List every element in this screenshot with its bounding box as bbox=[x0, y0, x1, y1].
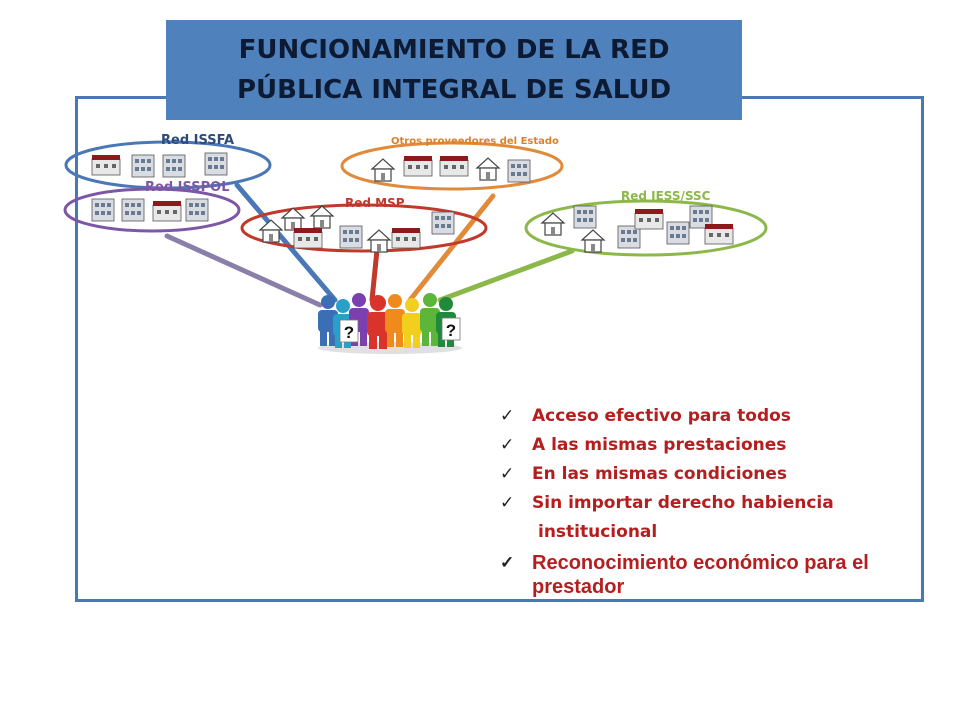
title-line-2: PÚBLICA INTEGRAL DE SALUD bbox=[236, 75, 672, 105]
title-line-1: FUNCIONAMIENTO DE LA RED bbox=[238, 35, 670, 65]
checklist-continuation: institucional bbox=[538, 522, 658, 542]
question-mark-left: ? bbox=[344, 323, 354, 342]
connector-issfa bbox=[234, 182, 338, 303]
question-mark-right: ? bbox=[446, 321, 456, 340]
check-icon: ✓ bbox=[500, 493, 515, 513]
building-icon bbox=[131, 154, 155, 178]
hospital-icon bbox=[152, 200, 182, 222]
building-icon bbox=[431, 211, 455, 235]
person-icon bbox=[385, 294, 405, 347]
network-isspol bbox=[63, 187, 241, 233]
house-icon bbox=[367, 229, 391, 253]
house-icon bbox=[581, 229, 605, 253]
person-icon bbox=[402, 298, 422, 348]
check-icon: ✓ bbox=[500, 435, 515, 455]
person-icon bbox=[420, 293, 440, 346]
house-icon bbox=[476, 157, 500, 181]
connector-isspol bbox=[164, 233, 323, 308]
checklist-item: ✓A las mismas prestaciones bbox=[498, 431, 918, 460]
hospital-icon bbox=[293, 227, 323, 249]
check-icon: ✓ bbox=[500, 406, 515, 426]
check-icon: ✓ bbox=[500, 464, 515, 484]
hospital-icon bbox=[91, 154, 121, 176]
building-icon bbox=[666, 221, 690, 245]
house-icon bbox=[310, 205, 334, 229]
network-msp bbox=[240, 203, 488, 253]
hospital-icon bbox=[204, 152, 228, 176]
label-red-msp: Red MSP bbox=[345, 196, 405, 210]
connector-otros bbox=[407, 193, 496, 303]
building-icon bbox=[339, 225, 363, 249]
principles-checklist: ✓Acceso efectivo para todos ✓A las misma… bbox=[498, 402, 918, 599]
building-icon bbox=[573, 205, 597, 229]
person-icon bbox=[367, 295, 389, 349]
hospital-icon bbox=[634, 208, 664, 230]
building-icon bbox=[162, 154, 186, 178]
connector-iess bbox=[437, 248, 575, 303]
people-group: ? ? bbox=[318, 293, 462, 354]
slide-title: FUNCIONAMIENTO DE LA RED PÚBLICA INTEGRA… bbox=[166, 20, 742, 120]
label-red-iess-ssc: Red IESS/SSC bbox=[621, 189, 711, 203]
label-otros-proveedores: Otros proveedores del Estado bbox=[391, 136, 559, 147]
checklist-item: ✓Reconocimiento económico para el presta… bbox=[500, 552, 869, 598]
checklist-item: ✓Acceso efectivo para todos bbox=[498, 402, 918, 431]
checklist-item: ✓En las mismas condiciones bbox=[498, 460, 918, 489]
hospital-icon bbox=[391, 227, 421, 249]
house-icon bbox=[259, 219, 283, 243]
connector-lines bbox=[164, 182, 575, 308]
hospital-icon bbox=[704, 223, 734, 245]
label-red-isspol: Red ISSPOL bbox=[145, 180, 230, 195]
hospital-icon bbox=[439, 155, 469, 177]
house-icon bbox=[541, 212, 565, 236]
building-icon bbox=[185, 198, 209, 222]
house-icon bbox=[371, 158, 395, 182]
network-iess bbox=[524, 199, 768, 257]
label-red-issfa: Red ISSFA bbox=[161, 133, 235, 148]
building-icon bbox=[91, 198, 115, 222]
building-icon bbox=[507, 159, 531, 183]
checklist-item: ✓Sin importar derecho habiencia bbox=[498, 489, 918, 518]
check-icon: ✓ bbox=[500, 553, 515, 572]
network-otros bbox=[340, 141, 564, 191]
hospital-icon bbox=[403, 155, 433, 177]
connector-msp bbox=[369, 247, 380, 303]
hospital-icon bbox=[121, 198, 145, 222]
